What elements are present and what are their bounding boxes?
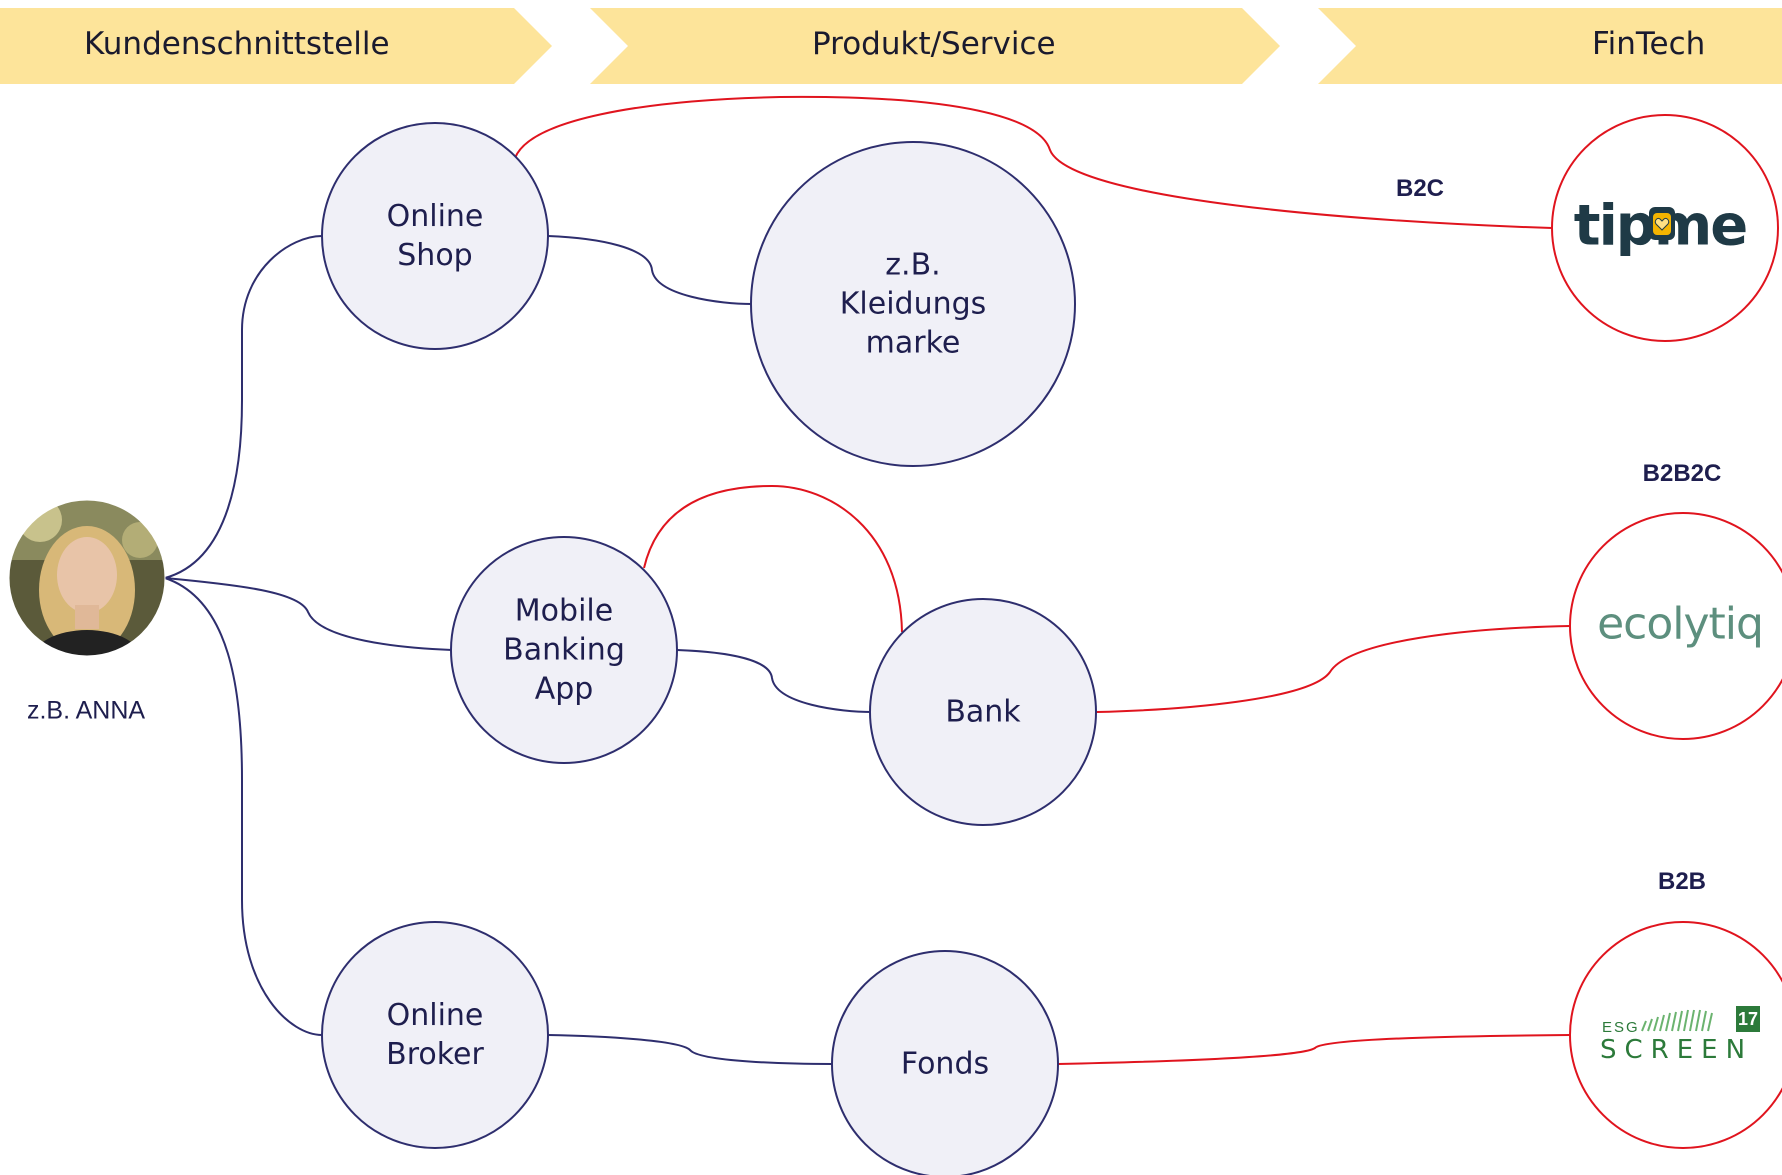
node-kleidungsmarke <box>750 141 1076 467</box>
edge-anna-online-shop <box>164 235 323 579</box>
node-label-line: Bank <box>945 694 1021 730</box>
esgscreen-logo-number: 17 <box>1736 1006 1760 1032</box>
ecolytiq-logo-text: ecolytiq <box>1597 598 1764 650</box>
esgscreen-logo-main: SCREEN <box>1600 1035 1754 1065</box>
esgscreen-logo-small: ESG <box>1602 1019 1640 1036</box>
person-caption: z.B. ANNA <box>26 696 146 725</box>
stage-arrow-3 <box>1318 8 1782 84</box>
node-label-line: Online <box>386 998 484 1033</box>
edge-bank-ecolytiq <box>1096 625 1571 713</box>
node-fintech-ecolytiq <box>1569 512 1782 740</box>
node-fonds <box>831 950 1059 1175</box>
node-label-line: Online <box>386 199 484 234</box>
customer-connections <box>164 235 873 1065</box>
edge-mobile-banking-bank <box>676 649 873 713</box>
stage-banner: Kundenschnittstelle Produkt/Service FinT… <box>0 0 1782 90</box>
node-label-online-broker: Online Broker <box>386 996 484 1074</box>
edge-online-shop-tipme <box>514 95 1553 229</box>
esgscreen-logo: ESG 17 SCREEN <box>1600 1005 1762 1067</box>
edge-online-broker-fonds <box>547 1034 833 1065</box>
model-label-b2b: B2B <box>1657 868 1707 895</box>
stage-arrow-2 <box>590 8 1280 84</box>
node-online-broker <box>321 921 549 1149</box>
node-label-kleidungsmarke: z.B. Kleidungs marke <box>840 246 987 363</box>
node-label-online-shop: Online Shop <box>387 197 484 275</box>
node-label-line: Fonds <box>900 1046 990 1082</box>
node-label-line: App <box>534 671 594 707</box>
edge-online-shop-kleidungsmarke <box>547 235 753 305</box>
node-label-line: z.B. <box>885 247 941 283</box>
node-label-bank: Bank <box>945 693 1020 732</box>
esgscreen-leaf-icon <box>1641 1009 1713 1032</box>
node-online-shop <box>321 122 549 350</box>
tipme-jar-icon <box>1649 207 1675 240</box>
node-label-line: Broker <box>386 1037 484 1072</box>
node-label-fonds: Fonds <box>901 1045 989 1084</box>
edge-mobile-banking-bank-arc <box>643 484 903 633</box>
model-label-b2c: B2C <box>1395 175 1445 202</box>
edge-anna-mobile-banking <box>164 577 453 651</box>
node-label-line: marke <box>865 325 961 361</box>
avatar-anna <box>8 499 166 657</box>
edge-fonds-esgscreen <box>1057 1034 1571 1065</box>
stage-label-fintech: FinTech <box>1592 26 1706 62</box>
node-label-line: Mobile <box>514 593 614 629</box>
node-mobile-banking-app <box>450 536 678 764</box>
stage-banner-arrows <box>0 8 1782 84</box>
node-label-line: Banking <box>503 632 625 668</box>
stage-label-product-service: Produkt/Service <box>812 26 1056 62</box>
node-fintech-esgscreen <box>1569 921 1782 1149</box>
node-bank <box>869 598 1097 826</box>
stage-label-customer-interface: Kundenschnittstelle <box>84 26 390 62</box>
node-label-line: Kleidungs <box>839 286 987 322</box>
edge-anna-online-broker <box>164 577 323 1036</box>
ecolytiq-logo: ecolytiq <box>1597 598 1764 650</box>
model-label-b2b2c: B2B2C <box>1642 460 1722 487</box>
fintech-connections <box>514 95 1571 1065</box>
node-label-mobile-banking-app: Mobile Banking App <box>503 592 625 709</box>
node-label-line: Shop <box>397 238 473 273</box>
stage-arrow-1 <box>0 8 552 84</box>
